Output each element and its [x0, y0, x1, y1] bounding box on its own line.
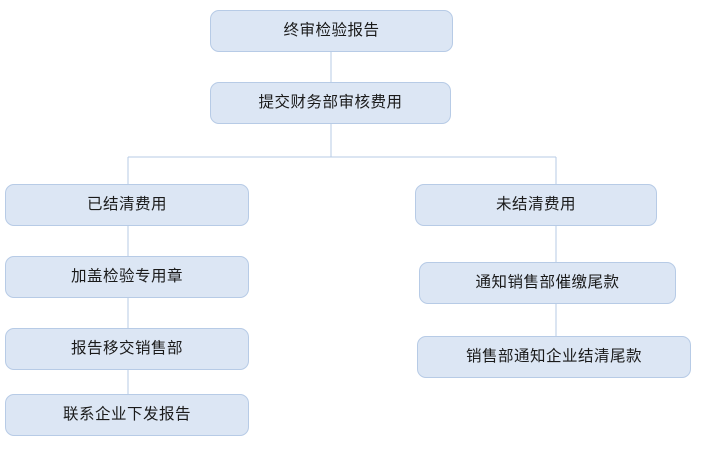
- flow-node-label: 通知销售部催缴尾款: [475, 273, 620, 292]
- flow-node-n2[interactable]: 提交财务部审核费用: [210, 82, 451, 124]
- flow-node-n9[interactable]: 联系企业下发报告: [5, 394, 249, 436]
- flow-node-n5[interactable]: 加盖检验专用章: [5, 256, 249, 298]
- flow-node-n7[interactable]: 报告移交销售部: [5, 328, 249, 370]
- flow-node-n4[interactable]: 未结清费用: [415, 184, 657, 226]
- flow-node-label: 已结清费用: [86, 195, 167, 214]
- flow-node-n6[interactable]: 通知销售部催缴尾款: [419, 262, 676, 304]
- flow-node-label: 销售部通知企业结清尾款: [465, 347, 642, 366]
- flow-node-n3[interactable]: 已结清费用: [5, 184, 249, 226]
- flow-node-n1[interactable]: 终审检验报告: [210, 10, 453, 52]
- flow-node-label: 提交财务部审核费用: [258, 93, 403, 112]
- flow-node-label: 未结清费用: [495, 195, 576, 214]
- flow-node-n8[interactable]: 销售部通知企业结清尾款: [417, 336, 691, 378]
- flow-node-label: 报告移交销售部: [70, 339, 183, 358]
- flow-node-label: 加盖检验专用章: [70, 267, 183, 286]
- flow-node-label: 终审检验报告: [283, 21, 380, 40]
- flow-node-label: 联系企业下发报告: [62, 405, 191, 424]
